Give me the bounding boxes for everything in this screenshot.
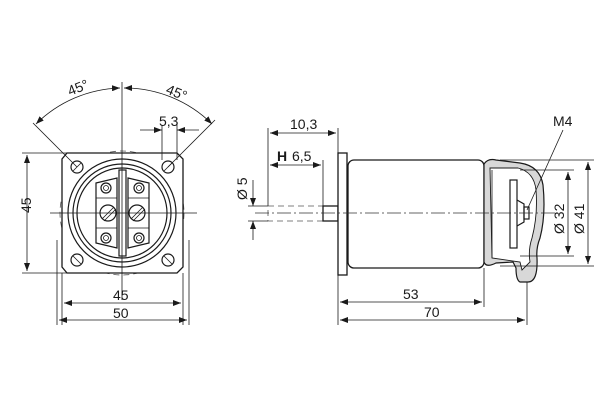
angle-left-label: 45° [65, 76, 91, 99]
thread-label: M4 [553, 113, 573, 129]
shaft-length-label: 10,3 [290, 116, 317, 132]
flange [337, 152, 348, 276]
flat-length-label: 6,5 [292, 148, 312, 164]
hole-spacing-label: 5,3 [159, 113, 179, 129]
terminal-3 [100, 232, 112, 244]
side-view: 10,3 H 6,5 Ø 5 M4 Ø 32 Ø 41 53 70 [234, 113, 594, 325]
outer-diameter-label: Ø 41 [571, 203, 587, 234]
height-label: 45 [18, 197, 34, 213]
total-length-label: 70 [424, 304, 440, 320]
shaft-diameter-label: Ø 5 [234, 177, 250, 200]
hole-top-right [161, 160, 175, 174]
connector-plate [509, 179, 518, 249]
terminal-2 [133, 182, 145, 194]
hole-top-left [70, 160, 84, 174]
body-length-label: 53 [403, 286, 419, 302]
angle-right-label: 45° [164, 81, 190, 104]
shaft-extension-outline [267, 205, 324, 222]
shaft [322, 205, 339, 222]
outer-width-label: 50 [113, 305, 129, 321]
inner-diameter-label: Ø 32 [551, 203, 567, 234]
motor-body [347, 159, 485, 269]
inner-width-label: 45 [113, 287, 129, 303]
hole-bottom-left [70, 253, 84, 267]
terminal-1 [100, 182, 112, 194]
end-cap-inner [489, 167, 537, 271]
terminal-4 [133, 232, 145, 244]
front-view: 45° 45° 5,3 45 45 50 [18, 76, 216, 325]
hole-bottom-right [161, 253, 175, 267]
flat-marker-label: H [277, 148, 287, 164]
